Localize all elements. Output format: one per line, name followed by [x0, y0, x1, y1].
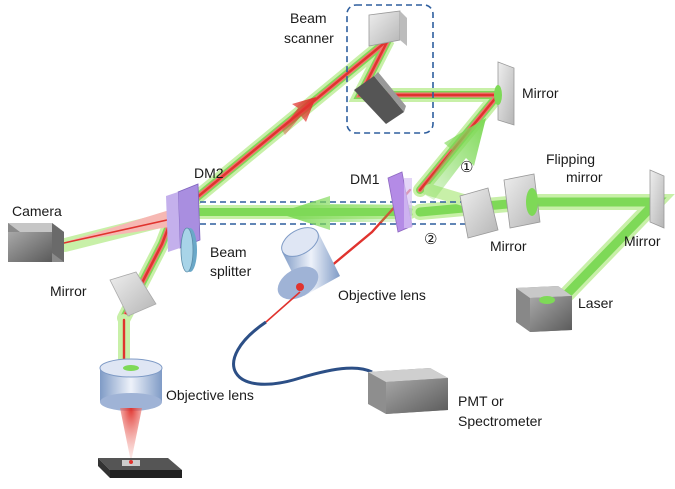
flipping-mirror: [503, 173, 541, 229]
label-mirror-left: Mirror: [50, 283, 87, 299]
label-mirror-mid: Mirror: [490, 238, 527, 254]
label-mirror-far-right: Mirror: [624, 233, 661, 249]
beam-scanner-box: [346, 4, 434, 134]
beam-splitter: [180, 227, 197, 273]
label-beam-scanner-2: scanner: [284, 30, 334, 46]
sample-stage: [98, 458, 182, 478]
objective-lens-bottom: [99, 358, 163, 462]
fiber-input-beam: [265, 291, 301, 323]
objective-lens-right: [277, 227, 340, 300]
mirror-far-right: [649, 169, 665, 229]
mirror-mid: [459, 187, 499, 239]
label-laser: Laser: [578, 295, 613, 311]
label-flipping-mirror-2: mirror: [566, 169, 603, 185]
label-mirror-top-right: Mirror: [522, 85, 559, 101]
label-dm1: DM1: [350, 171, 380, 187]
label-pmt-2: Spectrometer: [458, 413, 542, 429]
red-direction-arrow: [282, 97, 316, 135]
dm1: [387, 171, 413, 233]
beam-scanner: [354, 10, 407, 124]
label-beam-scanner-1: Beam: [290, 10, 327, 26]
label-path-1: ①: [460, 158, 473, 176]
mirror-top-right: [494, 61, 515, 126]
label-flipping-mirror-1: Flipping: [546, 151, 595, 167]
path-1-arrow: [420, 118, 486, 200]
camera: [8, 223, 64, 262]
label-dm2: DM2: [194, 165, 224, 181]
path-2-arrow: [278, 196, 410, 230]
label-objective-lens-right: Objective lens: [338, 287, 426, 303]
label-objective-lens-bottom: Objective lens: [166, 387, 254, 403]
label-path-2: ②: [424, 230, 437, 248]
labels: Beam scanner Mirror DM1 DM2 Flipping mir…: [12, 10, 661, 429]
optical-fiber: [232, 320, 373, 386]
label-beam-splitter-1: Beam: [210, 244, 247, 260]
label-beam-splitter-2: splitter: [210, 263, 252, 279]
label-pmt-1: PMT or: [458, 393, 504, 409]
label-camera: Camera: [12, 203, 62, 219]
laser: [516, 286, 572, 332]
pmt-spectrometer: [368, 368, 448, 414]
mirror-left: [109, 271, 157, 317]
